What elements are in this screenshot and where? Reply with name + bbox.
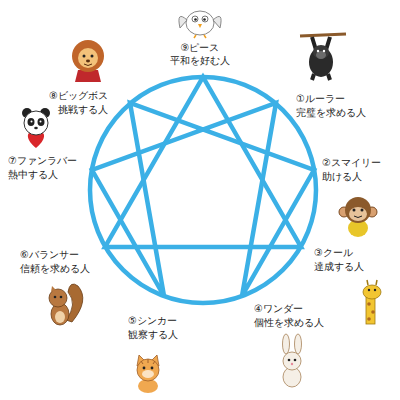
gorilla-icon xyxy=(312,74,330,80)
dove-icon xyxy=(203,18,206,21)
giraffe-icon xyxy=(376,280,377,285)
type-description: 熱中する人 xyxy=(8,168,58,181)
giraffe-icon xyxy=(371,310,375,314)
cat-icon xyxy=(137,355,159,393)
lion-icon xyxy=(84,64,92,66)
cat-icon xyxy=(142,370,154,378)
giraffe-icon xyxy=(367,280,368,285)
enneagram-figure xyxy=(90,77,316,303)
squirrel-icon xyxy=(54,296,57,299)
dove-icon xyxy=(202,16,208,22)
dove-icon xyxy=(192,16,198,22)
type-description: 完璧を求める人 xyxy=(296,106,366,119)
giraffe-icon xyxy=(363,285,381,299)
monkey-icon xyxy=(361,209,364,212)
type-name: ①ルーラー xyxy=(296,92,345,105)
lion-icon xyxy=(72,40,104,72)
type-name: ⑦ファンラバー xyxy=(8,154,77,167)
panda-icon xyxy=(22,108,50,148)
monkey-icon xyxy=(345,197,371,223)
enneagram-figure xyxy=(92,103,314,296)
squirrel-icon xyxy=(60,296,63,299)
gorilla-icon xyxy=(313,45,329,59)
giraffe-icon xyxy=(366,296,375,324)
giraffe-icon xyxy=(374,289,376,291)
lion-icon xyxy=(86,60,90,63)
giraffe-icon xyxy=(368,289,370,291)
type-name: ⑧ビッグボス xyxy=(49,89,108,102)
panda-icon xyxy=(40,121,42,123)
lion-icon xyxy=(83,55,86,58)
rabbit-icon xyxy=(283,334,290,354)
panda-icon xyxy=(34,127,38,129)
gorilla-icon xyxy=(300,34,346,36)
dove-icon xyxy=(198,24,202,28)
type-description: 挑戦する人 xyxy=(58,103,108,116)
type-description: 達成する人 xyxy=(314,260,364,273)
dove-icon xyxy=(179,11,221,38)
panda-icon xyxy=(38,118,45,126)
lion-icon xyxy=(91,55,94,58)
rabbit-icon xyxy=(295,334,302,354)
dove-icon xyxy=(186,11,214,35)
gorilla-icon xyxy=(323,50,325,52)
monkey-icon xyxy=(349,207,367,221)
squirrel-icon xyxy=(51,286,56,292)
lion-icon xyxy=(72,40,104,82)
enneagram-figure xyxy=(90,77,316,303)
gorilla-icon xyxy=(309,47,333,77)
giraffe-icon xyxy=(363,280,381,324)
cat-icon xyxy=(141,359,155,364)
type-name: ③クール xyxy=(314,246,353,259)
type-description: 平和を好む人 xyxy=(170,54,230,67)
gorilla-icon xyxy=(300,34,346,80)
giraffe-icon xyxy=(367,302,371,306)
type-description: 観察する人 xyxy=(128,328,178,341)
type-description: 信頼を求める人 xyxy=(20,262,90,275)
panda-icon xyxy=(28,118,35,126)
cat-icon xyxy=(143,367,146,370)
giraffe-icon xyxy=(367,317,371,321)
rabbit-icon xyxy=(294,359,297,362)
type-name: ⑨ピース xyxy=(181,41,220,54)
rabbit-icon xyxy=(291,363,293,365)
dove-icon xyxy=(194,18,197,21)
dove-icon xyxy=(179,16,187,28)
panda-icon xyxy=(31,121,33,123)
dove-icon xyxy=(213,16,221,28)
type-name: ⑥バランサー xyxy=(20,248,79,261)
panda-icon xyxy=(24,111,48,135)
lion-icon xyxy=(78,48,98,68)
monkey-icon xyxy=(339,197,377,237)
monkey-icon xyxy=(354,216,362,218)
gorilla-icon xyxy=(316,51,326,59)
type-name: ②スマイリー xyxy=(322,156,381,169)
cat-icon xyxy=(151,367,154,370)
monkey-icon xyxy=(353,209,356,212)
squirrel-icon xyxy=(49,284,83,325)
cat-icon xyxy=(137,359,159,381)
rabbit-icon xyxy=(283,334,302,387)
type-description: 助ける人 xyxy=(322,170,362,183)
squirrel-icon xyxy=(55,311,65,323)
type-description: 個性を求める人 xyxy=(254,316,324,329)
gorilla-icon xyxy=(317,50,319,52)
rabbit-icon xyxy=(283,352,301,370)
rabbit-icon xyxy=(288,359,291,362)
type-name: ④ワンダー xyxy=(254,302,303,315)
dove-icon xyxy=(194,35,206,38)
type-name: ⑤シンカー xyxy=(128,314,177,327)
